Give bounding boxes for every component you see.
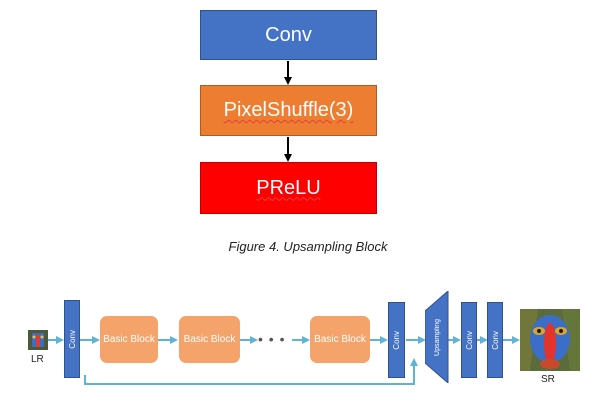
figure-caption: Figure 4. Upsampling Block [228,239,388,254]
skip-connection [84,358,418,385]
basic-block-2-label: Basic Block [183,334,236,345]
basic-block-2: Basic Block [179,316,240,363]
upsampling-label-wrap: Upsampling [431,300,443,375]
basic-block-1-label: Basic Block [103,334,155,345]
ellipsis-dots: • • • [258,331,286,347]
sr-label: SR [541,374,555,385]
network-conv-after-blocks-label: Conv [392,330,401,350]
upsampling-label: Upsampling [433,319,441,356]
basic-block-3-label: Basic Block [314,334,366,345]
prelu-block-label: PReLU [256,176,321,199]
pixelshuffle-block: PixelShuffle(3) [200,85,377,136]
sr-image [520,309,580,371]
network-conv-final-1: Conv [461,302,477,378]
upsampling-arrows [284,61,292,162]
upsampling-block [425,291,449,383]
network-conv-final-2: Conv [487,302,503,378]
conv-block: Conv [200,10,377,60]
lr-image [28,330,48,350]
network-conv-after-blocks: Conv [388,302,405,378]
network-conv-first-label: Conv [67,329,77,349]
pixelshuffle-block-label: PixelShuffle(3) [223,99,354,121]
lr-label: LR [31,354,44,365]
basic-block-1: Basic Block [100,316,158,363]
prelu-block: PReLU [200,162,377,214]
network-conv-final-1-label: Conv [464,330,474,350]
basic-block-3: Basic Block [310,316,370,363]
network-conv-first: Conv [64,300,80,378]
network-conv-final-2-label: Conv [490,330,500,350]
conv-block-label: Conv [265,23,312,46]
